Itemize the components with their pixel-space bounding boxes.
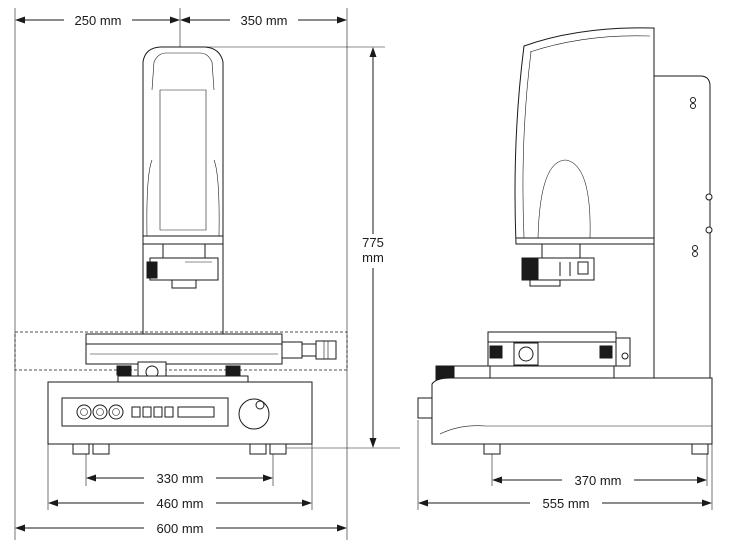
dim-label-250: 250 mm [75, 13, 122, 28]
side-column-hole-2 [690, 103, 696, 109]
side-objective-tip [529, 279, 561, 287]
side-optics-inner-line [529, 35, 651, 53]
front-stage-micrometer [281, 341, 303, 359]
front-column-left-curve [146, 159, 153, 237]
front-stage-micrometer-thimble [315, 340, 337, 360]
front-optics-knob [146, 261, 158, 279]
side-optics-dome [537, 159, 591, 239]
front-left-clamp [116, 365, 132, 376]
side-optics-edge-line [522, 51, 532, 239]
front-foot-3 [249, 443, 267, 455]
side-stage-lower [489, 365, 615, 379]
side-stage-top [487, 331, 617, 343]
side-base-curve [439, 425, 712, 435]
front-focus-knob [238, 398, 270, 430]
front-panel-display [177, 406, 215, 418]
front-column-housing [142, 46, 224, 245]
front-stage-top [85, 333, 283, 345]
front-panel-button-2 [92, 404, 108, 420]
dim-label-775-unit: mm [362, 250, 384, 265]
side-stage-bracket [615, 337, 631, 367]
side-foot-2 [691, 443, 709, 455]
front-optics-block [162, 243, 206, 259]
side-objective-block [541, 243, 581, 259]
dimension-labels: 250 mm 350 mm 775 mm 330 mm 460 mm 600 m… [64, 12, 634, 536]
front-panel-button-2-inner [96, 408, 104, 416]
dim-label-350: 350 mm [241, 13, 288, 28]
side-stage-knob-left [489, 345, 503, 359]
side-stage-knob-center-dial [518, 346, 534, 362]
front-right-clamp [225, 365, 241, 376]
front-stage-lower-plate [117, 375, 249, 383]
side-stage-body [487, 341, 617, 367]
front-panel-key-2 [142, 406, 152, 418]
front-foot-2 [92, 443, 110, 455]
front-stage-micrometer-sleeve [301, 343, 317, 357]
front-column-right-curve [213, 159, 220, 237]
front-panel-button-1-inner [80, 408, 88, 416]
front-column-inner-panel [159, 89, 207, 231]
dim-label-775-value: 775 [362, 235, 384, 250]
side-column-hole-4 [705, 226, 713, 234]
side-column-hole-5 [692, 245, 698, 251]
front-panel-button-3 [108, 404, 124, 420]
side-optics-housing [514, 27, 655, 245]
side-view [417, 27, 713, 455]
front-foot-1 [72, 443, 90, 455]
front-objective [171, 279, 197, 289]
side-column-hole-6 [692, 251, 698, 257]
side-column-hole-3 [705, 193, 713, 201]
side-stage-bracket-screw [621, 352, 629, 360]
dim-label-370: 370 mm [575, 473, 622, 488]
side-objective-small-box [577, 261, 589, 275]
side-base [431, 377, 713, 445]
side-foot-1 [483, 443, 501, 455]
side-column-hole-1 [690, 97, 696, 103]
front-panel-button-3-inner [112, 408, 120, 416]
front-panel-key-1 [131, 406, 141, 418]
side-base-knob [417, 397, 433, 419]
front-panel-key-4 [164, 406, 174, 418]
front-panel-button-1 [76, 404, 92, 420]
side-stage-knob-right [599, 345, 613, 359]
front-focus-knob-center [255, 400, 265, 410]
side-column [653, 75, 711, 379]
dim-label-460: 460 mm [157, 496, 204, 511]
front-optics-head [149, 257, 219, 281]
front-view [14, 46, 348, 455]
dim-label-330: 330 mm [157, 471, 204, 486]
dim-label-555: 555 mm [543, 496, 590, 511]
front-foot-4 [269, 443, 287, 455]
dim-label-600: 600 mm [157, 521, 204, 536]
front-column-top-recess [151, 52, 215, 91]
front-panel-key-3 [153, 406, 163, 418]
side-objective-left-cap [521, 257, 539, 281]
